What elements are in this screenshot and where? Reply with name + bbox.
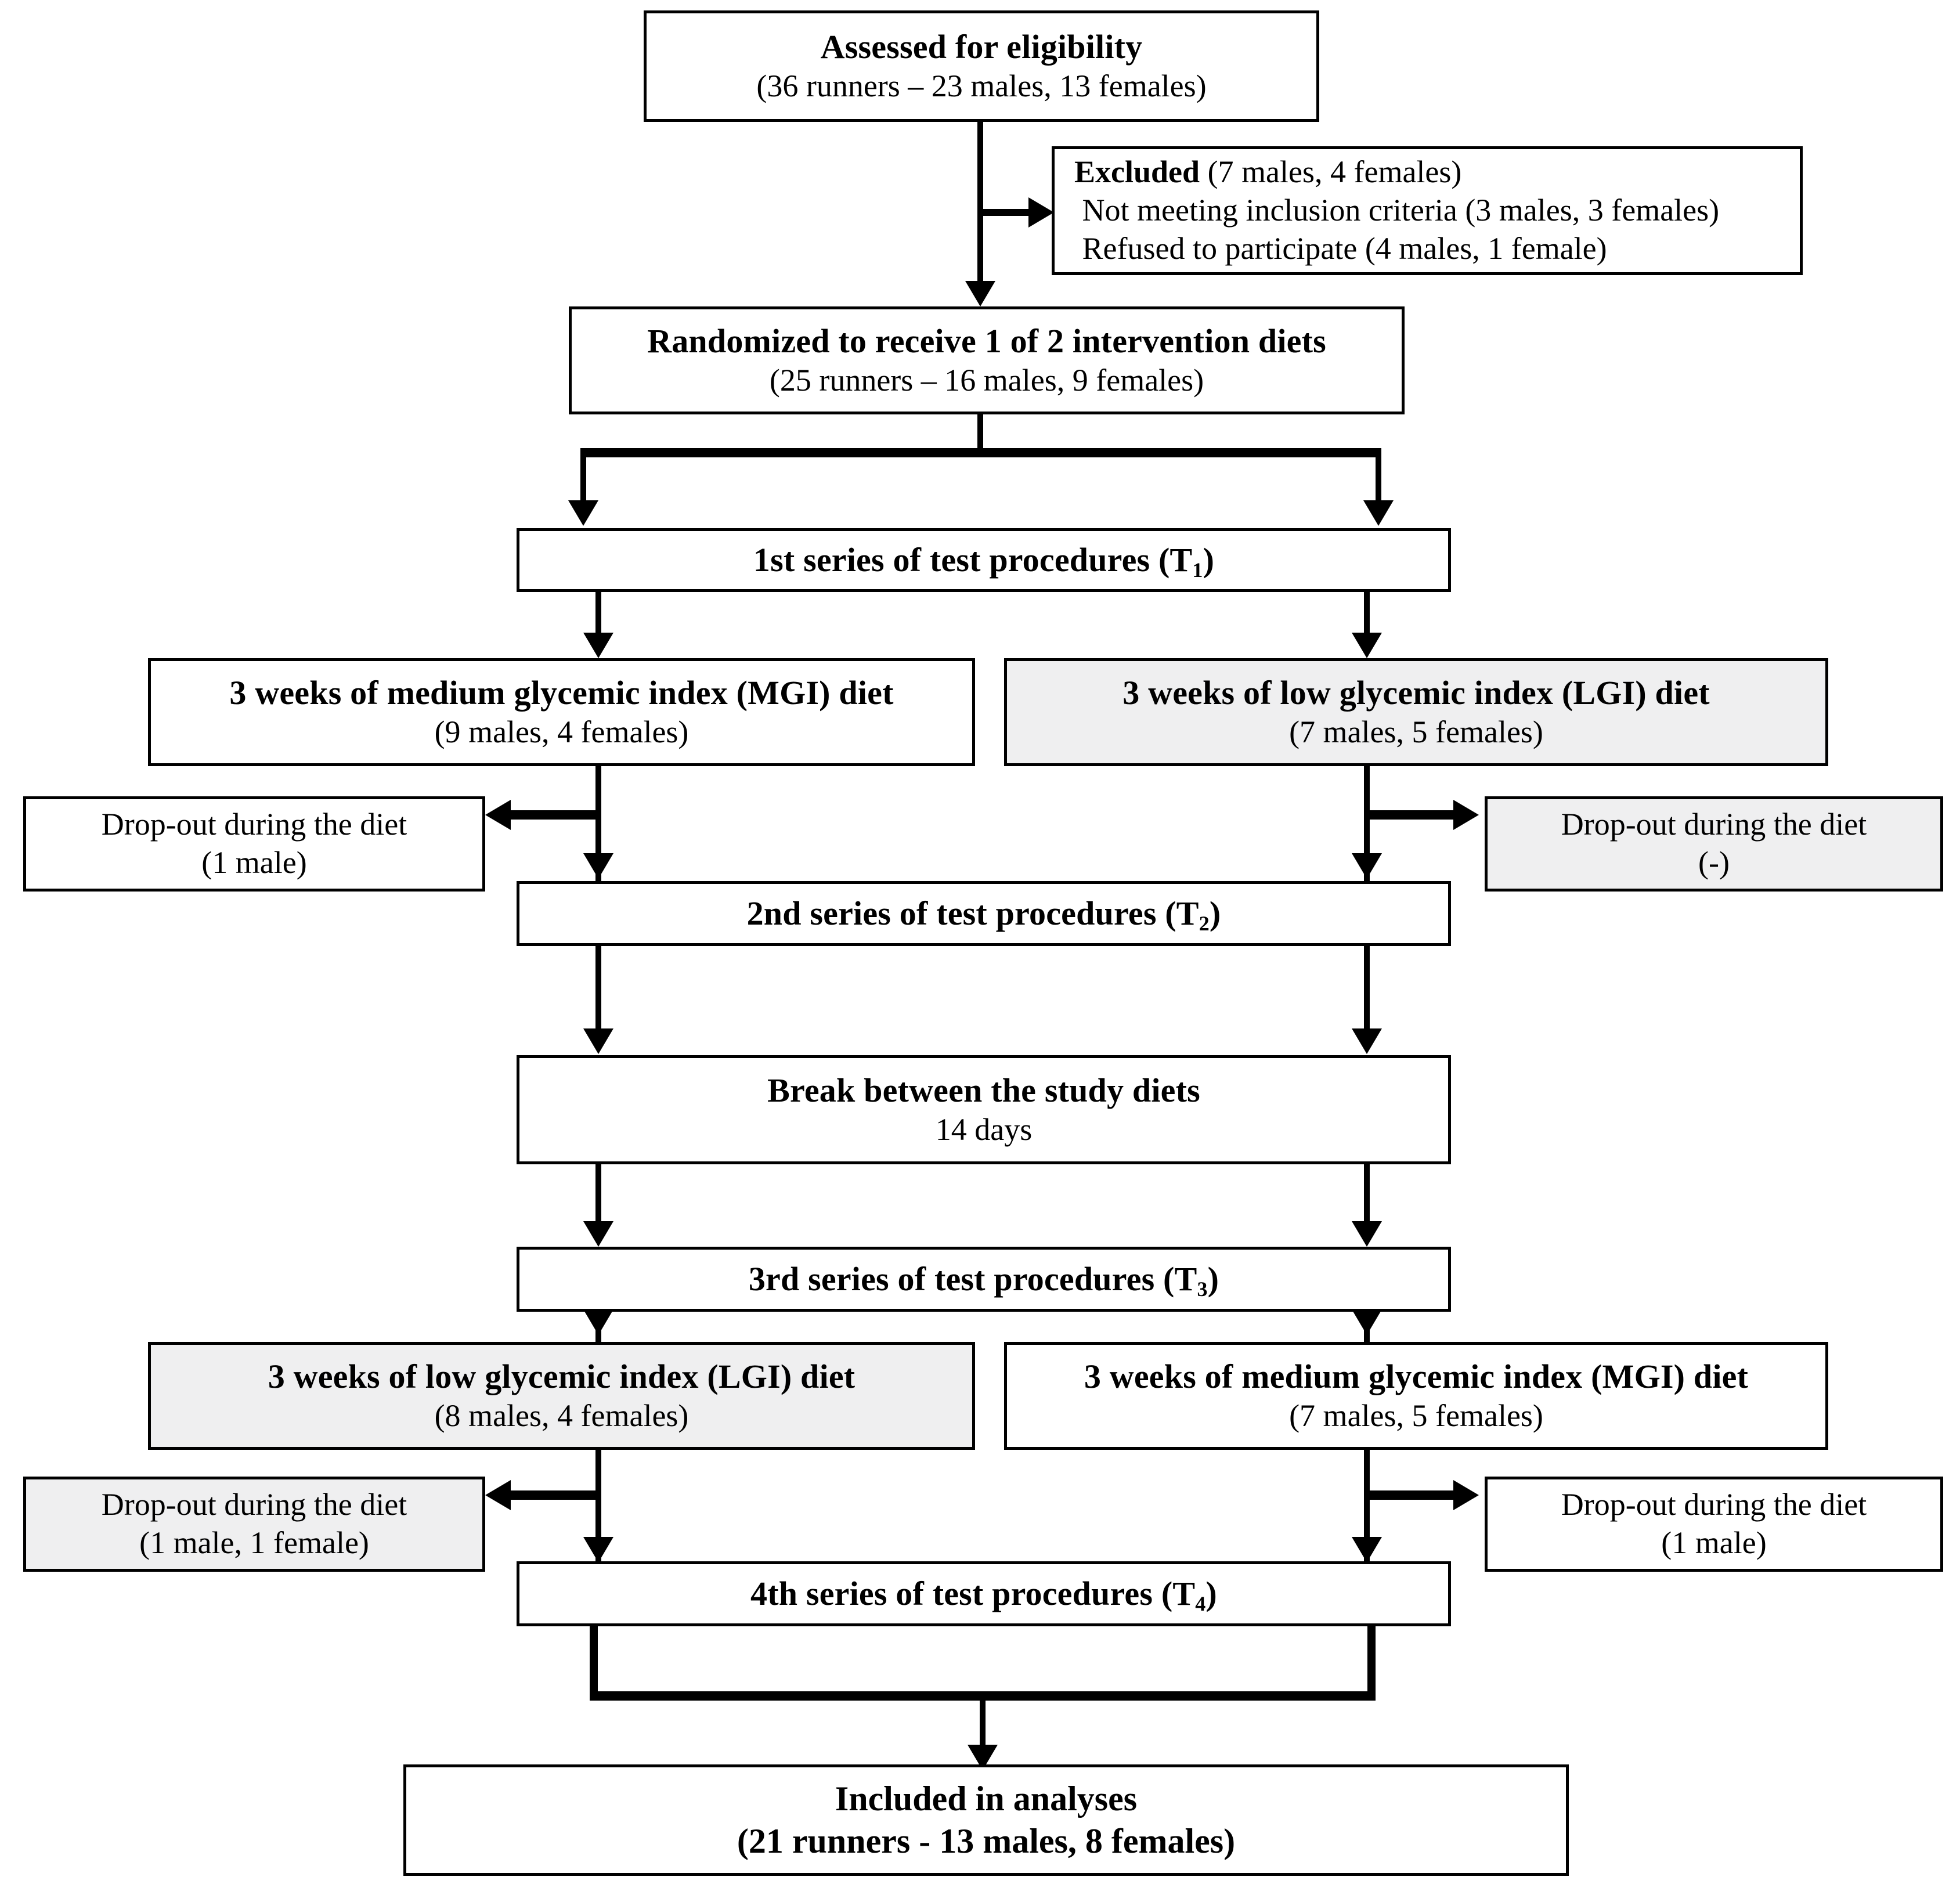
connector-mgi2-down: [1364, 1450, 1370, 1566]
randomized-counts: (25 runners – 16 males, 9 females): [769, 363, 1204, 398]
dropout-left2-counts: (1 male, 1 female): [139, 1525, 369, 1560]
t2-label: 2nd series of test procedures (T2): [746, 894, 1221, 936]
connector-randomized-stem: [977, 414, 983, 453]
arrowhead-t3-to-lgi2: [583, 1309, 613, 1335]
connector-mgi1-down: [595, 766, 601, 882]
assessed-counts: (36 runners – 23 males, 13 females): [756, 68, 1207, 104]
mgi1-title: 3 weeks of medium glycemic index (MGI) d…: [229, 673, 894, 712]
break-duration: 14 days: [935, 1112, 1033, 1147]
excluded-counts: (7 males, 4 females): [1200, 154, 1462, 190]
mgi2-title: 3 weeks of medium glycemic index (MGI) d…: [1084, 1357, 1749, 1395]
arrowhead-break-t3-right: [1352, 1221, 1382, 1247]
connector-mgi2-to-dropout: [1366, 1490, 1454, 1500]
connector-t4-merge-left-leg: [590, 1626, 598, 1699]
node-diet-lgi-period1: 3 weeks of low glycemic index (LGI) diet…: [1004, 658, 1828, 766]
connector-mgi1-to-dropout: [511, 810, 599, 820]
t1-label: 1st series of test procedures (T1): [753, 540, 1215, 582]
arrowhead-t2-break-left: [583, 1028, 613, 1054]
connector-break-to-t3-left: [595, 1164, 601, 1227]
node-included-in-analyses: Included in analyses (21 runners - 13 ma…: [403, 1764, 1569, 1876]
connector-merge-to-included: [980, 1696, 986, 1759]
dropout-right2-title: Drop-out during the diet: [1561, 1487, 1867, 1522]
arrowhead-t3-to-mgi2: [1352, 1309, 1382, 1335]
node-test-procedures-t2: 2nd series of test procedures (T2): [517, 881, 1451, 946]
connector-randomized-left-leg: [580, 448, 586, 506]
excluded-reason-criteria: Not meeting inclusion criteria (3 males,…: [1082, 193, 1720, 228]
connector-t4-merge-right-leg: [1367, 1626, 1376, 1699]
node-dropout-mgi-period2: Drop-out during the diet (1 male): [1485, 1477, 1943, 1572]
connector-break-to-t3-right: [1364, 1164, 1370, 1227]
connector-assessed-to-randomized: [977, 122, 983, 286]
dropout-left1-counts: (1 male): [201, 845, 307, 880]
node-dropout-lgi-period1: Drop-out during the diet (-): [1485, 796, 1943, 892]
mgi2-counts: (7 males, 5 females): [1289, 1398, 1543, 1434]
arrowhead-lgi1-to-t2: [1352, 853, 1382, 879]
break-title: Break between the study diets: [767, 1071, 1200, 1109]
included-title: Included in analyses: [835, 1779, 1138, 1818]
arrowhead-mgi2-to-t4: [1352, 1537, 1382, 1562]
connector-randomized-split-bar: [580, 448, 1381, 457]
lgi2-title: 3 weeks of low glycemic index (LGI) diet: [268, 1357, 856, 1395]
connector-lgi1-down: [1364, 766, 1370, 882]
node-test-procedures-t4: 4th series of test procedures (T4): [517, 1561, 1451, 1626]
excluded-label: Excluded: [1074, 154, 1200, 190]
connector-to-excluded: [981, 209, 1034, 216]
node-diet-lgi-period2: 3 weeks of low glycemic index (LGI) diet…: [148, 1342, 975, 1450]
node-dropout-lgi-period2: Drop-out during the diet (1 male, 1 fema…: [23, 1477, 485, 1572]
assessed-title: Assessed for eligibility: [820, 27, 1143, 66]
node-excluded: Excluded (7 males, 4 females) Not meetin…: [1052, 146, 1803, 275]
node-diet-mgi-period1: 3 weeks of medium glycemic index (MGI) d…: [148, 658, 975, 766]
randomized-title: Randomized to receive 1 of 2 interventio…: [647, 322, 1326, 360]
arrowhead-assessed-to-randomized: [965, 281, 995, 306]
arrowhead-lgi2-to-t4: [583, 1537, 613, 1562]
arrowhead-break-t3-left: [583, 1221, 613, 1247]
arrowhead-randomized-right: [1363, 500, 1394, 526]
t4-label: 4th series of test procedures (T4): [750, 1574, 1217, 1616]
connector-randomized-right-leg: [1376, 448, 1381, 506]
connector-lgi2-down: [595, 1450, 601, 1566]
node-diet-mgi-period2: 3 weeks of medium glycemic index (MGI) d…: [1004, 1342, 1828, 1450]
arrowhead-t2-break-right: [1352, 1028, 1382, 1054]
excluded-summary: Excluded (7 males, 4 females): [1074, 153, 1461, 192]
arrowhead-t1-to-lgi: [1352, 633, 1382, 658]
lgi1-title: 3 weeks of low glycemic index (LGI) diet: [1122, 673, 1710, 712]
dropout-left1-title: Drop-out during the diet: [101, 807, 407, 842]
included-counts: (21 runners - 13 males, 8 females): [737, 1822, 1236, 1860]
node-test-procedures-t1: 1st series of test procedures (T1): [517, 528, 1451, 592]
dropout-left2-title: Drop-out during the diet: [101, 1487, 407, 1522]
connector-t1-to-lgi: [1364, 592, 1370, 636]
node-assessed-for-eligibility: Assessed for eligibility (36 runners – 2…: [644, 10, 1319, 122]
arrowhead-mgi1-to-dropout: [485, 800, 511, 830]
connector-t1-to-mgi: [595, 592, 601, 636]
arrowhead-lgi2-to-dropout: [485, 1480, 511, 1510]
excluded-reason-refused: Refused to participate (4 males, 1 femal…: [1082, 230, 1607, 266]
connector-lgi2-to-dropout: [511, 1490, 599, 1500]
arrowhead-mgi2-to-dropout: [1453, 1480, 1479, 1510]
node-dropout-mgi-period1: Drop-out during the diet (1 male): [23, 796, 485, 892]
connector-t2-to-break-left: [595, 946, 601, 1033]
node-randomized: Randomized to receive 1 of 2 interventio…: [569, 306, 1405, 414]
arrowhead-to-excluded: [1028, 197, 1054, 228]
dropout-right1-counts: (-): [1698, 845, 1730, 880]
lgi2-counts: (8 males, 4 females): [434, 1398, 689, 1434]
connector-lgi1-to-dropout: [1366, 810, 1454, 820]
t3-label: 3rd series of test procedures (T3): [748, 1259, 1219, 1301]
mgi1-counts: (9 males, 4 females): [434, 714, 689, 750]
connector-t2-to-break-right: [1364, 946, 1370, 1033]
dropout-right2-counts: (1 male): [1661, 1525, 1767, 1560]
dropout-right1-title: Drop-out during the diet: [1561, 807, 1867, 842]
arrowhead-lgi1-to-dropout: [1453, 800, 1479, 830]
arrowhead-t1-to-mgi: [583, 633, 613, 658]
node-test-procedures-t3: 3rd series of test procedures (T3): [517, 1247, 1451, 1312]
node-break-between-diets: Break between the study diets 14 days: [517, 1055, 1451, 1164]
arrowhead-mgi1-to-t2: [583, 853, 613, 879]
arrowhead-randomized-left: [568, 500, 598, 526]
lgi1-counts: (7 males, 5 females): [1289, 714, 1543, 750]
